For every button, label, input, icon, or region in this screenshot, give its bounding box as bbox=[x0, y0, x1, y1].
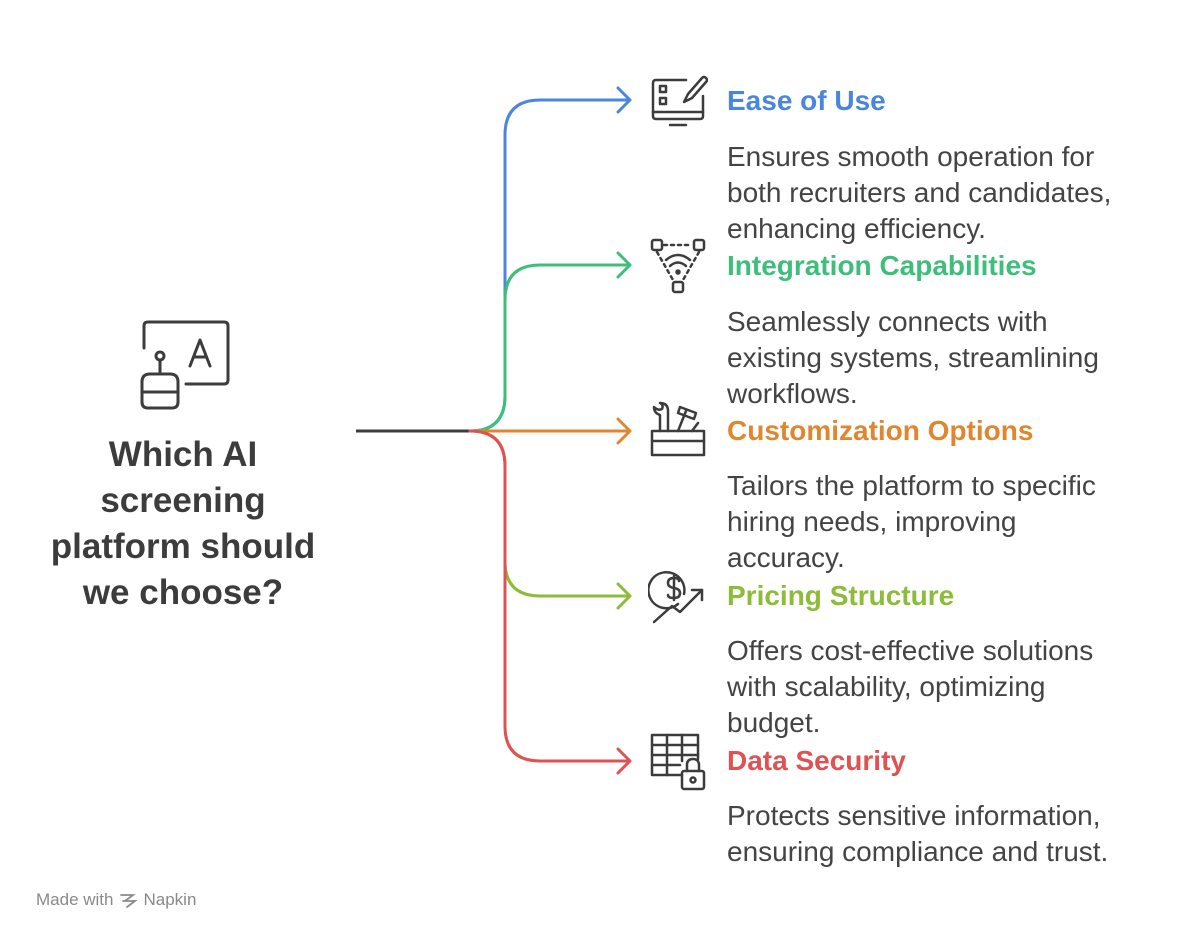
branch-title-data-security: Data Security bbox=[727, 745, 906, 776]
description-line: hiring needs, improving bbox=[727, 506, 1017, 537]
branch-title-ease-of-use: Ease of Use bbox=[727, 85, 886, 116]
description-line: Seamlessly connects with bbox=[727, 306, 1048, 337]
description-line: ensuring compliance and trust. bbox=[727, 836, 1109, 867]
table-lock-icon bbox=[648, 731, 708, 791]
description-line: with scalability, optimizing bbox=[727, 671, 1046, 702]
toolbox-icon bbox=[648, 401, 708, 461]
monitor-edit-icon bbox=[648, 70, 709, 130]
branch-title-integration-capabilities: Integration Capabilities bbox=[727, 250, 1037, 281]
central-question: Which AI screening platform should we ch… bbox=[18, 432, 348, 616]
made-with-label: Made with bbox=[36, 890, 114, 909]
napkin-brand-label: Napkin bbox=[143, 890, 197, 909]
robot-ai-screen-icon bbox=[134, 318, 234, 414]
branch-connector-pricing bbox=[468, 429, 632, 610]
description-line: Tailors the platform to specific bbox=[727, 470, 1096, 501]
question-line: Which AI bbox=[108, 435, 258, 474]
question-line: screening bbox=[100, 481, 266, 520]
branch-connector-customization bbox=[468, 417, 632, 445]
branch-description-integration-capabilities: Seamlessly connects with existing system… bbox=[727, 304, 1167, 412]
branch-title-pricing-structure: Pricing Structure bbox=[727, 580, 955, 611]
network-signal-icon bbox=[648, 236, 708, 296]
branch-description-data-security: Protects sensitive information, ensuring… bbox=[727, 798, 1167, 870]
dollar-growth-icon bbox=[647, 566, 708, 626]
question-line: platform should bbox=[50, 527, 316, 566]
question-line: we choose? bbox=[82, 573, 284, 612]
description-line: Ensures smooth operation for bbox=[727, 141, 1095, 172]
description-line: workflows. bbox=[727, 378, 858, 409]
branch-connector-integration bbox=[468, 251, 632, 433]
branch-description-customization-options: Tailors the platform to specific hiring … bbox=[727, 468, 1167, 576]
description-line: enhancing efficiency. bbox=[727, 213, 986, 244]
branch-description-ease-of-use: Ensures smooth operation for both recrui… bbox=[727, 139, 1167, 247]
branch-description-pricing-structure: Offers cost-effective solutions with sca… bbox=[727, 633, 1167, 741]
description-line: both recruiters and candidates, bbox=[727, 177, 1112, 208]
made-with-napkin-footer: Made with Napkin bbox=[36, 890, 196, 910]
description-line: accuracy. bbox=[727, 542, 845, 573]
branch-connector-ease-of-use bbox=[468, 86, 632, 433]
napkin-logo-icon bbox=[119, 891, 138, 909]
description-line: Offers cost-effective solutions bbox=[727, 635, 1094, 666]
description-line: Protects sensitive information, bbox=[727, 800, 1101, 831]
description-line: existing systems, streamlining bbox=[727, 342, 1099, 373]
description-line: budget. bbox=[727, 707, 821, 738]
branch-connector-data-security bbox=[468, 429, 632, 775]
branch-title-customization-options: Customization Options bbox=[727, 415, 1034, 446]
